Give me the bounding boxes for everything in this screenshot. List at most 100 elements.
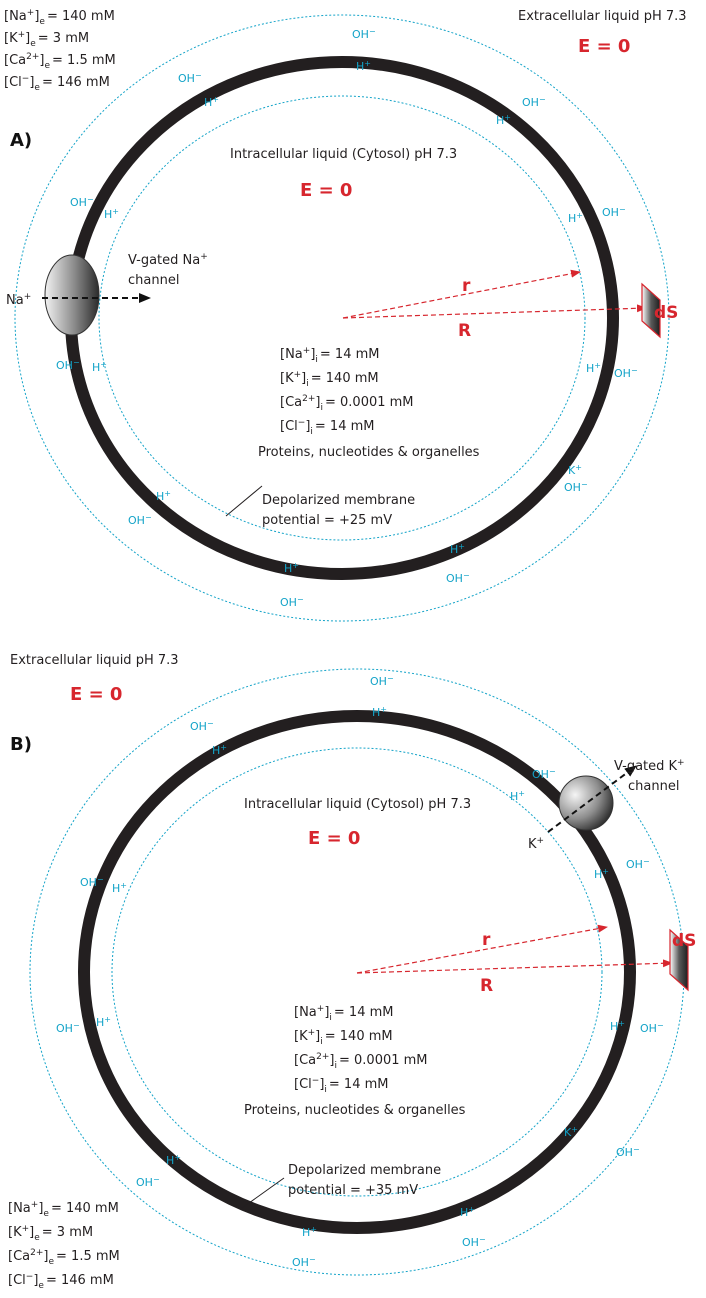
- extracellular-field: E = 0: [70, 684, 122, 705]
- hydroxide-ion-label: OH−: [614, 366, 638, 380]
- hydrogen-ion-label: H+: [594, 867, 609, 881]
- hydrogen-ion-label: H+: [356, 59, 371, 73]
- hydroxide-ion-label: OH−: [602, 205, 626, 219]
- hydrogen-ion-label: H+: [112, 881, 127, 895]
- hydroxide-ion-label: OH−: [370, 674, 394, 688]
- hydroxide-ion-label: OH−: [626, 857, 650, 871]
- hydroxide-ion-label: OH−: [564, 480, 588, 494]
- hydroxide-ion-label: OH−: [462, 1235, 486, 1249]
- hydroxide-ion-label: OH−: [280, 595, 304, 609]
- panel-b: B) Extracellular liquid pH 7.3 E = 0 Int…: [8, 653, 696, 1291]
- membrane-potential-line2: potential = +25 mV: [262, 513, 392, 528]
- vector-r-label: r: [482, 930, 491, 950]
- surface-element-ds: [641, 282, 661, 339]
- k-flux-arrow: [547, 765, 637, 833]
- ion-labels: OH−H+OH−H+OH−H+OH−H+H+OH−OH−H+H+OH−K+OH−…: [56, 27, 638, 609]
- hydroxide-ion-label: OH−: [616, 1145, 640, 1159]
- intracellular-field: E = 0: [308, 828, 360, 849]
- vector-R-label: R: [480, 976, 493, 996]
- surface-element-ds: [669, 928, 689, 992]
- hydroxide-ion-label: OH−: [80, 875, 104, 889]
- hydroxide-ion-label: OH−: [70, 195, 94, 209]
- hydroxide-ion-label: OH−: [446, 571, 470, 585]
- panel-label: B): [10, 734, 32, 755]
- callout-leader: [225, 485, 263, 517]
- hydroxide-ion-label: OH−: [292, 1255, 316, 1269]
- conc-k-e: [K+]e= 3 mM: [8, 1224, 93, 1243]
- hydrogen-ion-label: H+: [92, 360, 107, 374]
- ion-labels: OH− H+ OH− H+ OH− H+ OH− H+ H+ OH− OH− H+ H+ OH− K+ OH−…: [56, 674, 664, 1269]
- vector-R: [342, 304, 647, 319]
- conc-cl-i: [Cl−]i= 14 mM: [294, 1076, 389, 1095]
- intracellular-other: Proteins, nucleotides & organelles: [258, 445, 480, 460]
- vector-r: [356, 924, 608, 974]
- hydrogen-ion-label: H+: [586, 361, 601, 375]
- ds-label: dS: [654, 303, 678, 323]
- extracellular-title: Extracellular liquid pH 7.3: [10, 653, 179, 668]
- cell-membrane: [78, 710, 636, 1234]
- vector-r: [342, 269, 581, 319]
- hydrogen-ion-label: H+: [510, 789, 525, 803]
- intracellular-concentrations: [Na+]i= 14 mM [K+]i= 140 mM [Ca2+]i= 0.0…: [244, 1004, 466, 1118]
- hydroxide-ion-label: OH−: [532, 767, 556, 781]
- ds-label: dS: [672, 931, 696, 951]
- potassium-ion-label: K+: [568, 463, 582, 477]
- extracellular-field: E = 0: [578, 36, 630, 57]
- conc-ca-i: [Ca2+]i= 0.0001 mM: [280, 394, 414, 413]
- inner-ion-layer: [111, 747, 603, 1197]
- conc-cl-e: [Cl−]e= 146 mM: [8, 1272, 114, 1291]
- hydrogen-ion-label: H+: [104, 207, 119, 221]
- conc-ca-e: [Ca2+]e= 1.5 mM: [8, 1248, 120, 1267]
- conc-k-i: [K+]i= 140 mM: [294, 1028, 393, 1047]
- na-channel: Na+ V-gated Na+ channel: [6, 252, 208, 336]
- membrane-potential-callout: Depolarized membrane potential = +25 mV: [225, 485, 415, 528]
- k-channel-label-2: channel: [628, 779, 679, 794]
- hydrogen-ion-label: H+: [156, 489, 171, 503]
- hydroxide-ion-label: OH−: [56, 1021, 80, 1035]
- hydrogen-ion-label: H+: [568, 211, 583, 225]
- field-vectors: r R dS: [356, 924, 696, 996]
- hydroxide-ion-label: OH−: [178, 71, 202, 85]
- conc-cl-i: [Cl−]i= 14 mM: [280, 418, 375, 437]
- conc-k-e: [K+]e= 3 mM: [4, 30, 89, 49]
- potassium-ion-label: K+: [564, 1125, 578, 1139]
- extracellular-concentrations: [Na+]e= 140 mM [K+]e= 3 mM [Ca2+]e= 1.5 …: [4, 8, 116, 93]
- conc-na-e: [Na+]e= 140 mM: [8, 1200, 119, 1219]
- intracellular-title: Intracellular liquid (Cytosol) pH 7.3: [244, 797, 471, 812]
- hydrogen-ion-label: H+: [302, 1225, 317, 1239]
- panel-a: A) [Na+]e= 140 mM [K+]e= 3 mM [Ca2+]e= 1…: [4, 8, 687, 622]
- hydroxide-ion-label: OH−: [56, 358, 80, 372]
- hydrogen-ion-label: H+: [610, 1019, 625, 1033]
- hydroxide-ion-label: OH−: [640, 1021, 664, 1035]
- membrane-potential-line1: Depolarized membrane: [262, 493, 415, 508]
- membrane-potential-line2: potential = +35 mV: [288, 1183, 418, 1198]
- hydrogen-ion-label: H+: [204, 95, 219, 109]
- conc-na-i: [Na+]i= 14 mM: [294, 1004, 394, 1023]
- hydrogen-ion-label: H+: [372, 705, 387, 719]
- conc-na-i: [Na+]i= 14 mM: [280, 346, 380, 365]
- hydrogen-ion-label: H+: [96, 1015, 111, 1029]
- na-channel-protein: [44, 254, 100, 336]
- vector-R-label: R: [458, 321, 471, 341]
- k-channel-protein: [558, 775, 614, 831]
- callout-leader: [241, 1177, 285, 1209]
- hydrogen-ion-label: H+: [450, 542, 465, 556]
- hydroxide-ion-label: OH−: [352, 27, 376, 41]
- extracellular-title: Extracellular liquid pH 7.3: [518, 9, 687, 24]
- inner-ion-layer: [98, 95, 586, 541]
- intracellular-concentrations: [Na+]i= 14 mM [K+]i= 140 mM [Ca2+]i= 0.0…: [258, 346, 480, 460]
- hydroxide-ion-label: OH−: [522, 95, 546, 109]
- field-vectors: r R dS: [342, 269, 678, 341]
- hydrogen-ion-label: H+: [212, 743, 227, 757]
- k-channel-label: V-gated K+: [614, 758, 685, 774]
- hydrogen-ion-label: H+: [166, 1153, 181, 1167]
- hydroxide-ion-label: OH−: [128, 513, 152, 527]
- membrane-potential-line1: Depolarized membrane: [288, 1163, 441, 1178]
- vector-R: [356, 959, 673, 974]
- conc-ca-e: [Ca2+]e= 1.5 mM: [4, 52, 116, 71]
- conc-cl-e: [Cl−]e= 146 mM: [4, 74, 110, 93]
- intracellular-other: Proteins, nucleotides & organelles: [244, 1103, 466, 1118]
- na-channel-label-2: channel: [128, 273, 179, 288]
